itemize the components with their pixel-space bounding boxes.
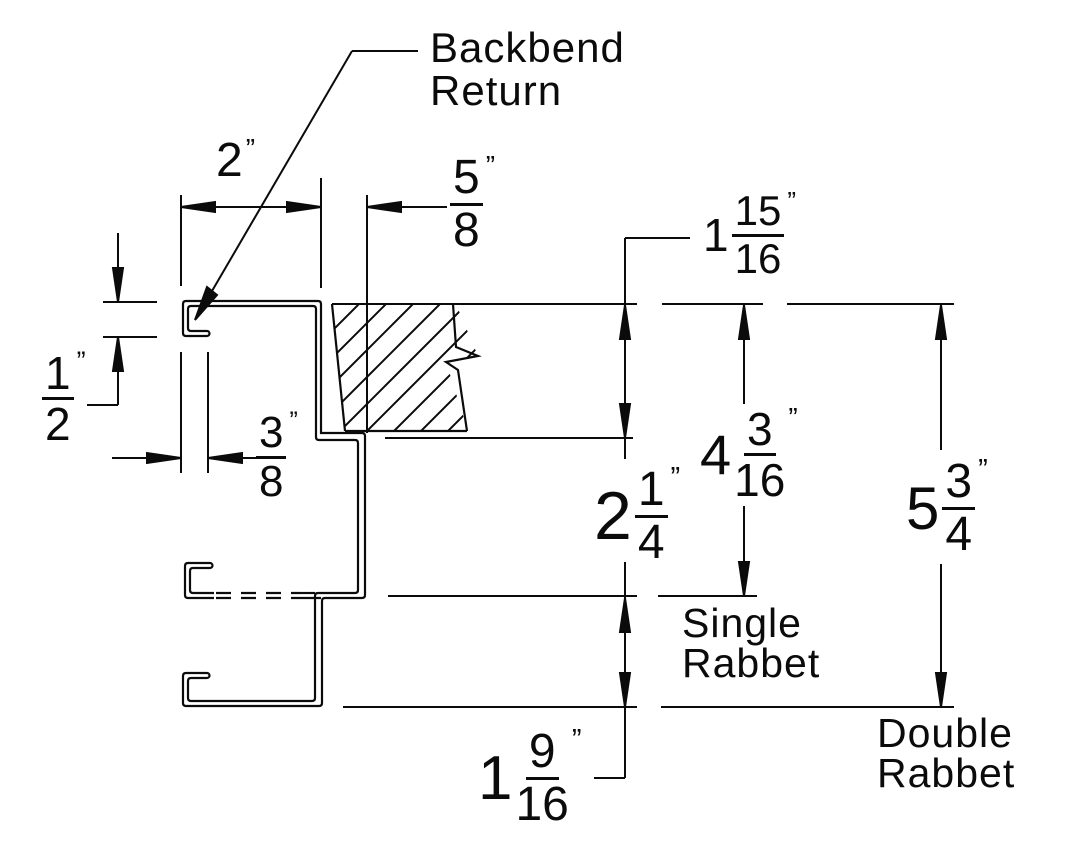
callout-line1: Backbend [430, 24, 625, 71]
backbend-lip-cap-bottom [206, 671, 211, 680]
inch-mark: ” [787, 186, 796, 216]
frame-inner-contour [186, 304, 360, 703]
single-rabbet-hook-cap [209, 561, 214, 570]
arrowhead [207, 451, 243, 465]
inch-mark: ” [485, 150, 496, 181]
inch-mark: ” [670, 462, 681, 494]
arrowhead [618, 304, 632, 340]
arrowhead [934, 672, 948, 708]
door-left-edge [330, 303, 347, 432]
inch-mark: ” [978, 454, 988, 486]
arrowhead [737, 561, 751, 597]
dimension-face-width: 2” [216, 134, 255, 187]
single-rabbet-hook-inner [188, 566, 214, 595]
dim-single-rabbet-lines [737, 304, 751, 597]
dim-value: 2 [594, 478, 632, 555]
frame-profile-section [181, 299, 367, 708]
dim-backbend-height-lines [87, 233, 157, 406]
arrowhead [366, 200, 402, 214]
reference-lines [332, 303, 954, 708]
door-break-edge [443, 303, 482, 432]
arrowhead [618, 672, 632, 708]
arrowhead [618, 597, 632, 633]
arrowhead [194, 285, 219, 321]
arrowhead [111, 336, 125, 372]
dim-second-rabbet-lines [594, 597, 632, 779]
dim-value: 2 [216, 134, 243, 187]
arrowhead [737, 304, 751, 340]
inch-mark: ” [571, 724, 582, 756]
callout-line2: Return [430, 67, 563, 114]
dim-value: 1 [703, 208, 729, 261]
arrowhead [146, 451, 182, 465]
inch-mark: ” [788, 402, 798, 433]
backbend-lip-cap-top [206, 329, 211, 338]
dim-face-width-lines [180, 178, 322, 288]
dim-value: 4 [700, 423, 732, 487]
dim-backbend-return-lines [112, 352, 257, 473]
dim-value: 1 [478, 744, 513, 814]
arrowhead [111, 267, 125, 303]
arrowhead [286, 200, 322, 214]
dim-stop-width-lines [366, 195, 447, 433]
arrowhead [934, 304, 948, 340]
inch-mark: ” [245, 133, 256, 164]
dim-value: 5 [906, 475, 940, 543]
dim-jamb-depth-lines [934, 304, 948, 708]
single-rabbet-hook-outer [183, 561, 214, 600]
frame-outer-contour [181, 299, 367, 708]
dimension-linework [87, 50, 948, 779]
dim-door-thickness-lines [618, 237, 690, 439]
backbend-callout-leader [194, 50, 418, 321]
arrowhead [618, 403, 632, 439]
arrowhead [180, 200, 216, 214]
hidden-profile-dashed-lines [216, 591, 300, 600]
inch-mark: ” [76, 346, 86, 376]
inch-mark: ” [289, 407, 298, 435]
